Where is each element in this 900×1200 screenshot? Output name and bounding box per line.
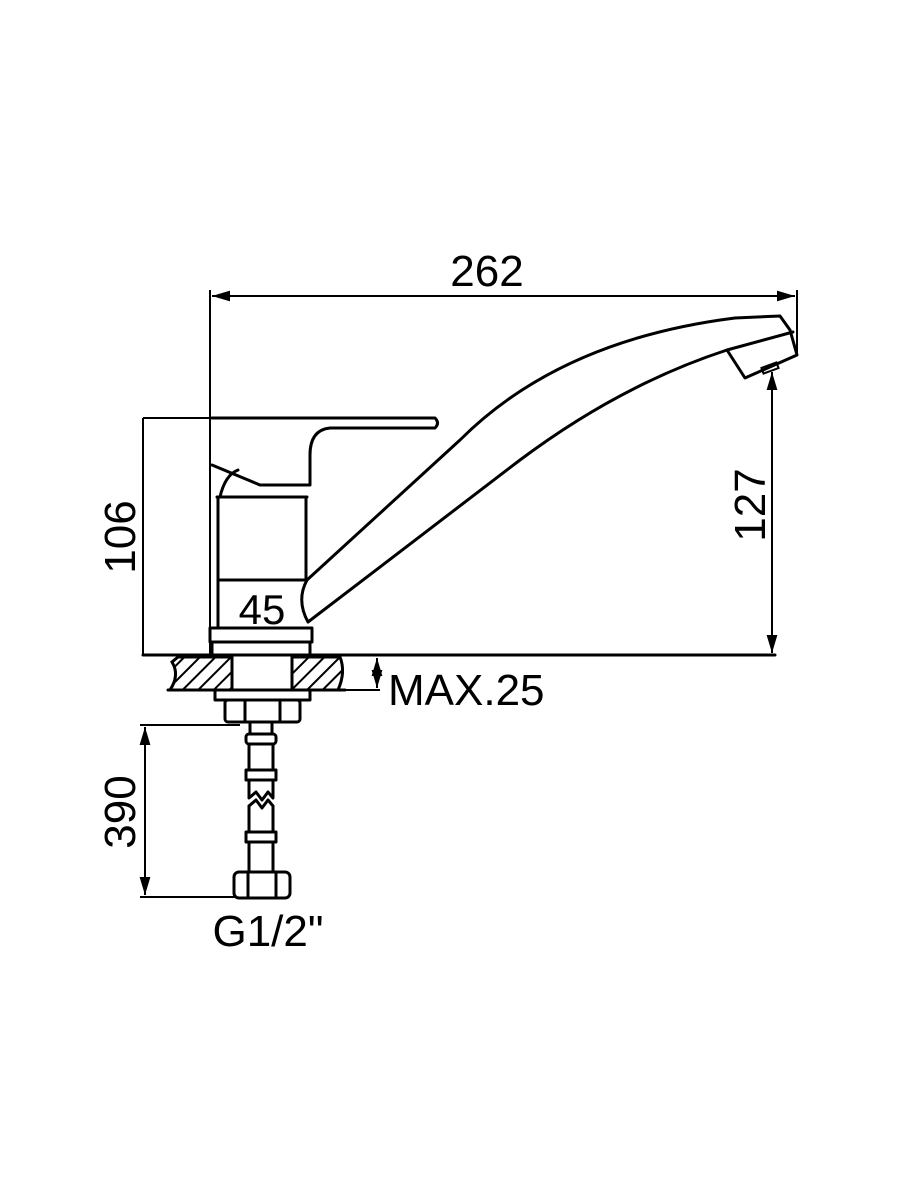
label-thread: G1/2"	[212, 907, 323, 956]
dimension-spout-height: 127	[726, 372, 778, 653]
label-127: 127	[726, 468, 775, 541]
dimension-max-thickness: MAX.25	[345, 658, 545, 715]
lever-handle	[210, 416, 439, 487]
label-45: 45	[239, 586, 286, 633]
label-106: 106	[96, 500, 145, 573]
hose-connector-nut	[232, 870, 292, 900]
dimension-overall-length: 262	[209, 247, 798, 655]
flexible-hose	[244, 720, 278, 874]
label-262: 262	[450, 247, 523, 296]
label-max-25: MAX.25	[388, 666, 545, 715]
countertop-section	[166, 655, 347, 692]
faucet-body: 45	[208, 314, 799, 657]
dimension-body-height: 106	[96, 417, 212, 655]
spout	[300, 314, 799, 624]
label-390: 390	[96, 775, 145, 848]
mounting-hardware: G1/2"	[212, 688, 324, 956]
dimension-hose-length: 390	[96, 724, 240, 898]
